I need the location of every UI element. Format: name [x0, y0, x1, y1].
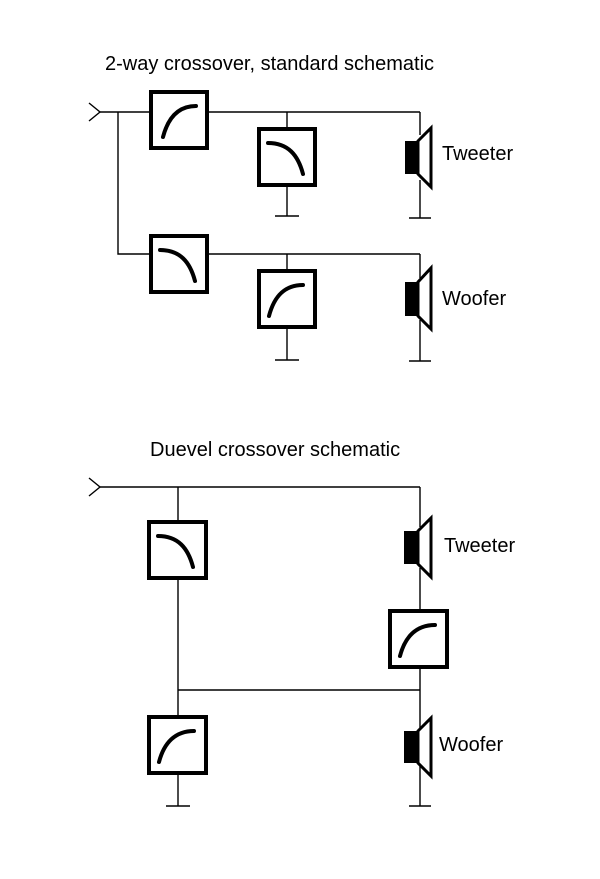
lowpass-filter-icon [149, 234, 209, 294]
speaker-icon [404, 714, 433, 780]
duevel-schematic-title: Duevel crossover schematic [150, 439, 400, 461]
highpass-filter-icon [149, 90, 209, 150]
standard-woofer-label: Woofer [442, 288, 506, 310]
highpass-filter-icon [388, 609, 449, 669]
lowpass-filter-icon [257, 127, 317, 187]
duevel-tweeter-label: Tweeter [444, 535, 515, 557]
speaker-icon [404, 514, 433, 581]
input-arrow-icon [88, 102, 102, 122]
input-arrow-icon [88, 477, 102, 497]
lowpass-filter-icon [147, 520, 208, 580]
highpass-filter-icon [147, 715, 208, 775]
highpass-filter-icon [257, 269, 317, 329]
duevel-wires [100, 486, 431, 807]
standard-wires [100, 111, 431, 362]
speaker-icon [405, 264, 433, 333]
standard-schematic-title: 2-way crossover, standard schematic [105, 53, 434, 75]
speaker-icon [405, 124, 433, 191]
standard-tweeter-label: Tweeter [442, 143, 513, 165]
duevel-woofer-label: Woofer [439, 734, 503, 756]
